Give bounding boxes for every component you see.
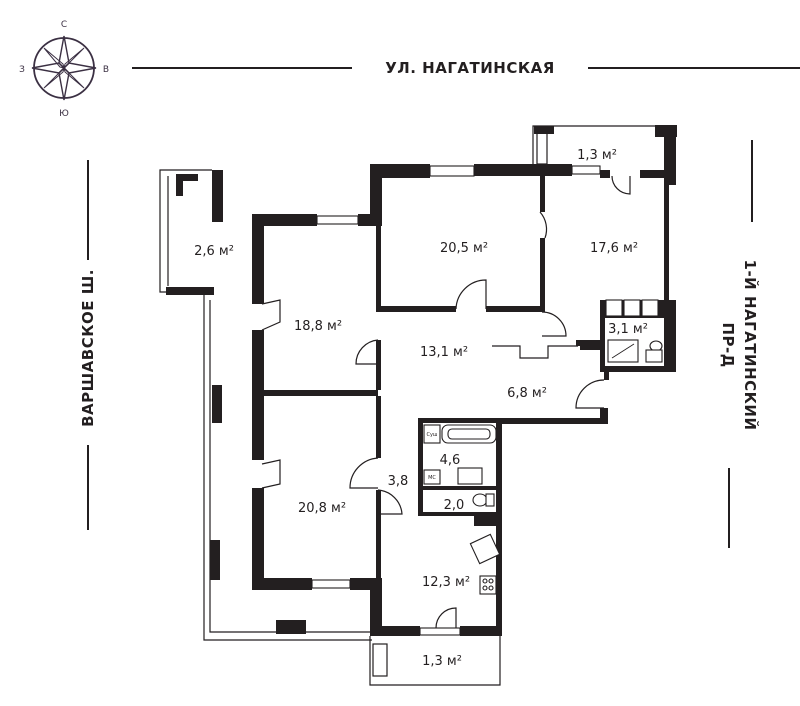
compass-rose: С Ю В З (19, 20, 109, 119)
street-label-right-2: ПР-Д (719, 322, 737, 367)
room-labels: 1,3 м² 2,6 м² 20,5 м² 17,6 м² 18,8 м² 3,… (194, 148, 648, 669)
compass-west: З (19, 65, 25, 75)
fixtures: Суш МС (423, 299, 663, 595)
compass-north: С (61, 20, 67, 30)
street-label-right-1: 1-Й НАГАТИНСКИЙ (741, 260, 760, 431)
area-passage: 3,8 (388, 474, 409, 489)
area-hall: 13,1 м² (420, 345, 468, 360)
area-kitchen: 12,3 м² (422, 575, 470, 590)
area-bathroom: 4,6 (440, 453, 461, 468)
balcony-outlines (159, 125, 660, 686)
area-balcony-bottom: 1,3 м² (422, 654, 462, 669)
area-room-west-lower: 20,8 м² (298, 501, 346, 516)
doors (261, 175, 631, 629)
street-top: УЛ. НАГАТИНСКАЯ (132, 59, 800, 77)
street-label-top: УЛ. НАГАТИНСКАЯ (385, 59, 555, 77)
street-label-left: ВАРШАВСКОЕ Ш. (79, 269, 97, 427)
compass-south: Ю (59, 109, 69, 119)
area-loggia: 2,6 м² (194, 244, 234, 259)
compass-east: В (103, 65, 109, 75)
area-room-northeast: 17,6 м² (590, 241, 638, 256)
dryer-label: Суш (426, 432, 437, 438)
washer-label: МС (428, 475, 436, 481)
area-wc: 2,0 (444, 498, 465, 513)
area-room-west-upper: 18,8 м² (294, 319, 342, 334)
street-left: ВАРШАВСКОЕ Ш. (79, 160, 97, 530)
area-balcony-top: 1,3 м² (577, 148, 617, 163)
area-room-north: 20,5 м² (440, 241, 488, 256)
area-bath-east: 3,1 м² (608, 322, 648, 337)
area-corridor: 6,8 м² (507, 386, 547, 401)
street-right: 1-Й НАГАТИНСКИЙ ПР-Д (719, 140, 760, 548)
windows (311, 165, 601, 636)
